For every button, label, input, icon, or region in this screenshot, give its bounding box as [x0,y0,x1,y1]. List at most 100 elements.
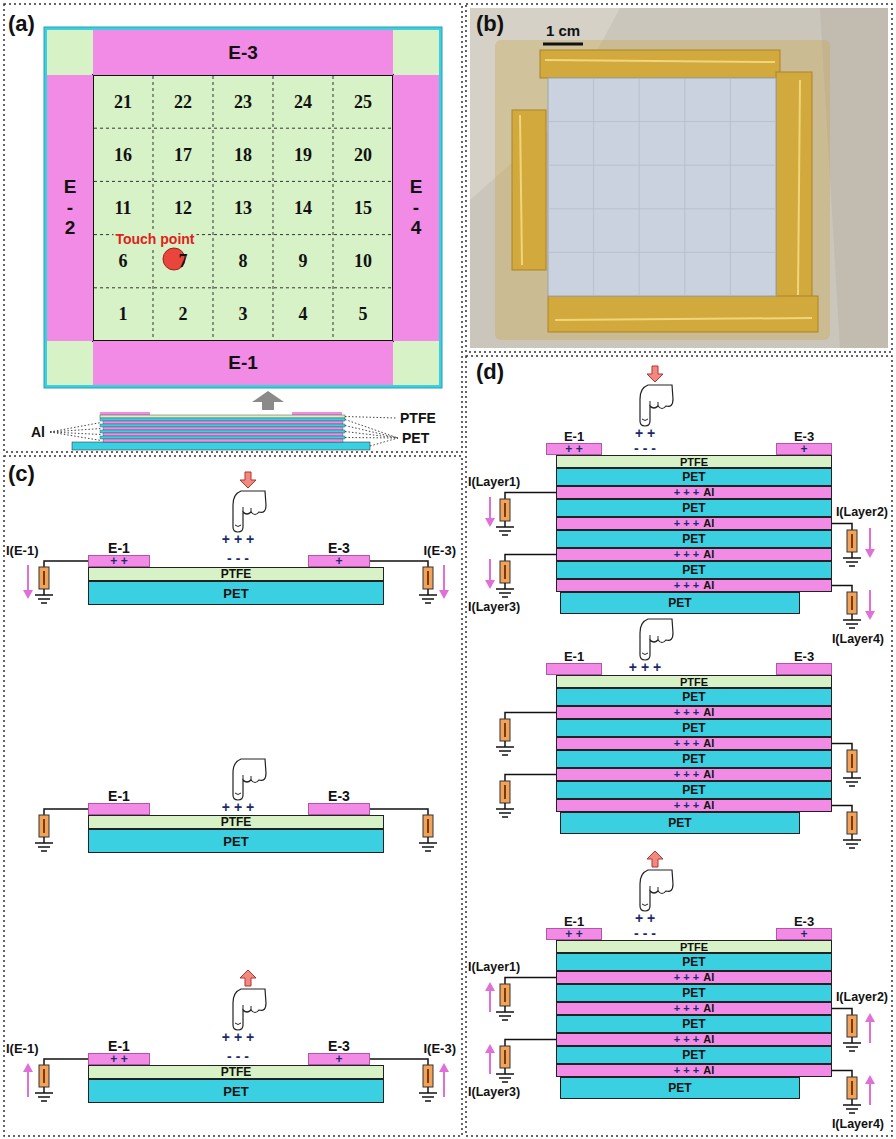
electrode-name: E-3 [328,1039,350,1053]
photo-grid [549,121,775,122]
pet-layer: PET [556,1046,832,1064]
charge-sign: - - - [227,1049,249,1063]
ground-symbol [41,1100,47,1102]
cell-number: 6 [119,252,128,270]
pet-layer: PET [556,688,832,706]
resistor-symbol [847,592,857,614]
cell-number: 2 [179,305,188,323]
electrode-name: E-3 [228,42,258,64]
ground-symbol [499,812,511,814]
current-arrow [489,990,491,1012]
charge-sign: + + + [222,800,254,814]
ground-symbol [38,598,50,600]
resistor-stripe [851,534,853,548]
part-label: Al [31,425,45,439]
current-arrow [869,1083,871,1105]
pet-layer: PET [556,953,832,971]
grid-line [94,287,392,288]
current-arrowhead [865,1013,875,1022]
charge-sign: + + [565,444,582,454]
ground-symbol [427,837,429,843]
charge-sign: + + [635,426,655,440]
electrode-pad: E-1+ + [88,555,150,567]
resistor-symbol [39,567,49,589]
current-label: I(Layer2) [836,506,888,519]
finger [233,759,266,800]
panel-label: (d) [476,361,504,383]
current-arrowhead [485,982,495,991]
electrode [292,412,342,415]
tape-strip [548,296,818,332]
wire [505,493,556,500]
finger [640,619,673,660]
layer-name: Al [703,707,714,718]
charge-sign: + + [565,929,582,939]
charge-sign: + + [110,1054,127,1064]
electrode-name: E-3 [328,789,350,803]
scale-label: 1 cm [546,23,580,38]
electrode-pad: E-1 [88,803,150,815]
current-label: I(E-1) [6,1042,39,1055]
layer-name: PET [682,955,705,969]
grid-line [94,128,392,129]
charge-sign: + + + [674,1034,699,1045]
ground-symbol [41,850,47,852]
current-arrowhead [485,580,495,589]
current-arrowhead [439,1063,449,1072]
photo-ground [470,8,888,348]
ground-symbol [425,602,431,604]
pet-layer [100,430,345,433]
ground-symbol [38,846,50,848]
resistor-symbol [500,719,510,741]
tape-shine [798,80,800,295]
layer-name: PTFE [221,1065,252,1079]
al-layer: + + + Al [556,706,832,719]
charge-sign: + + + [674,487,699,498]
ground-symbol [496,746,514,748]
wire [505,775,556,782]
motion-arrow [647,851,663,867]
tape-strip [512,110,546,270]
photo-grid [684,79,685,295]
current-arrow [869,528,871,550]
resistor-symbol [39,1065,49,1087]
resistor-symbol [847,1015,857,1037]
finger-nail [642,635,658,655]
ground-symbol [496,526,514,528]
resistor-symbol [423,815,433,837]
electrode-pad: E-3 [308,803,370,815]
charge-sign: + + + [629,660,661,674]
layer-name: PTFE [221,815,252,829]
ground-symbol [504,583,506,589]
wire [44,561,88,567]
ground-symbol [849,1050,855,1052]
pet-layer: PET [88,581,384,605]
wire [505,713,556,720]
al-layer [103,433,343,436]
layer-name: Al [703,580,714,591]
pet-base [72,442,370,450]
cell-number: 22 [174,93,192,111]
ground-symbol [499,750,511,752]
charge-sign: + [335,1054,342,1064]
leader-line [345,432,398,439]
wire [44,809,88,815]
cell-number: 11 [114,199,131,217]
electrode-name: E-1 [228,352,258,374]
ptfe-layer [100,415,345,418]
charge-sign: + + + [674,738,699,749]
ground-symbol [849,1112,855,1114]
ground-symbol [504,1068,506,1074]
layer-name: PET [682,721,705,735]
cell-number: 21 [114,93,132,111]
sensing-area [93,75,393,341]
charge-sign: + + + [674,580,699,591]
ground-symbol [422,846,434,848]
charge-sign: + + + [674,707,699,718]
layer-name: PET [682,752,705,766]
current-arrow [489,1052,491,1074]
ptfe-layer: PTFE [556,940,832,953]
pet-layer: PET [556,530,832,548]
photo-grid [549,208,775,209]
